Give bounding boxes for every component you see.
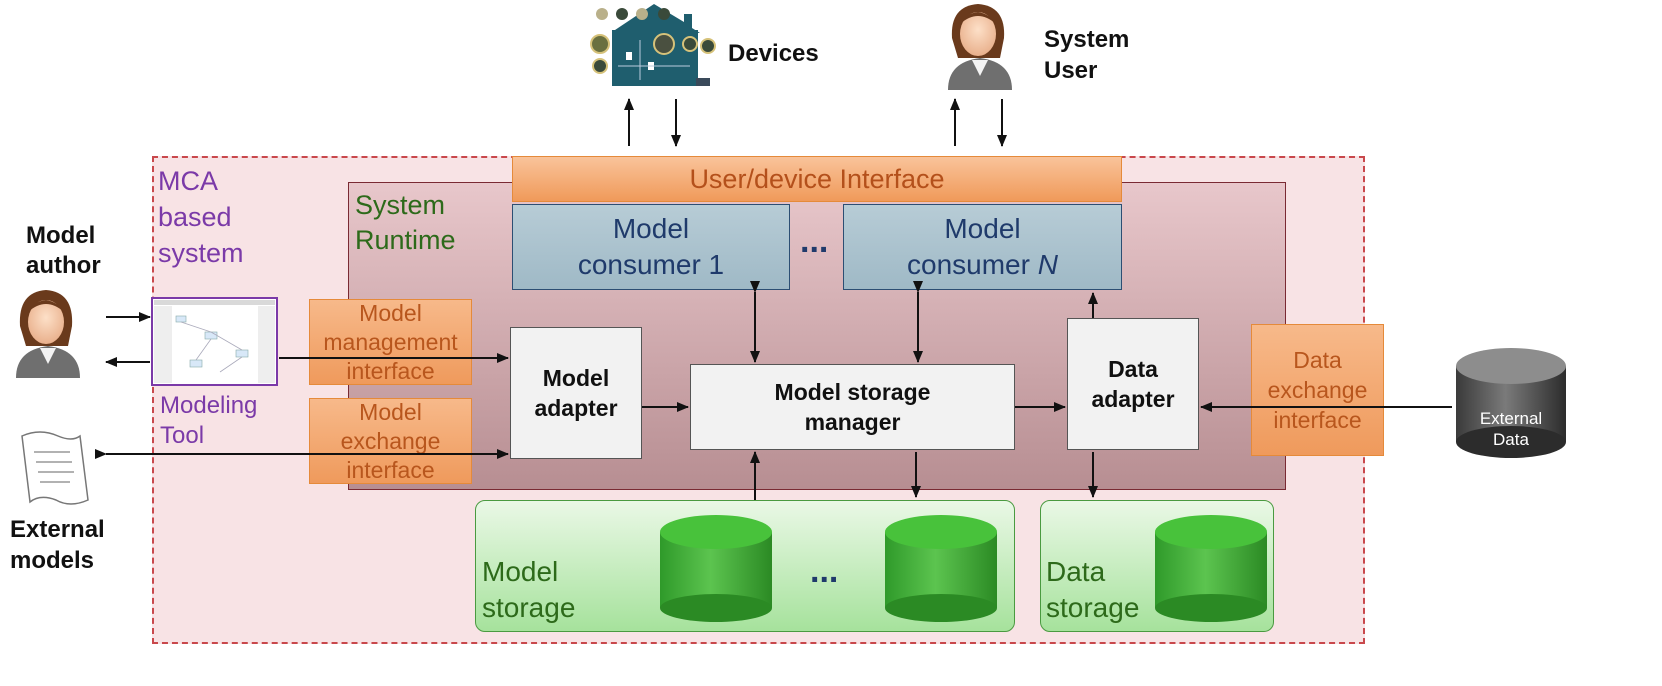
- consumer-ellipsis: ...: [800, 222, 829, 260]
- model-consumer-n: Model consumer N: [843, 204, 1122, 290]
- external-models-document-icon: [21, 431, 89, 505]
- storage-ellipsis: ...: [810, 552, 839, 590]
- system-user-icon: [948, 4, 1012, 90]
- user-device-interface: User/device Interface: [512, 156, 1122, 202]
- model-author-icon: [16, 290, 80, 378]
- devices-label: Devices: [728, 40, 819, 67]
- devices-house-icon: [590, 4, 716, 86]
